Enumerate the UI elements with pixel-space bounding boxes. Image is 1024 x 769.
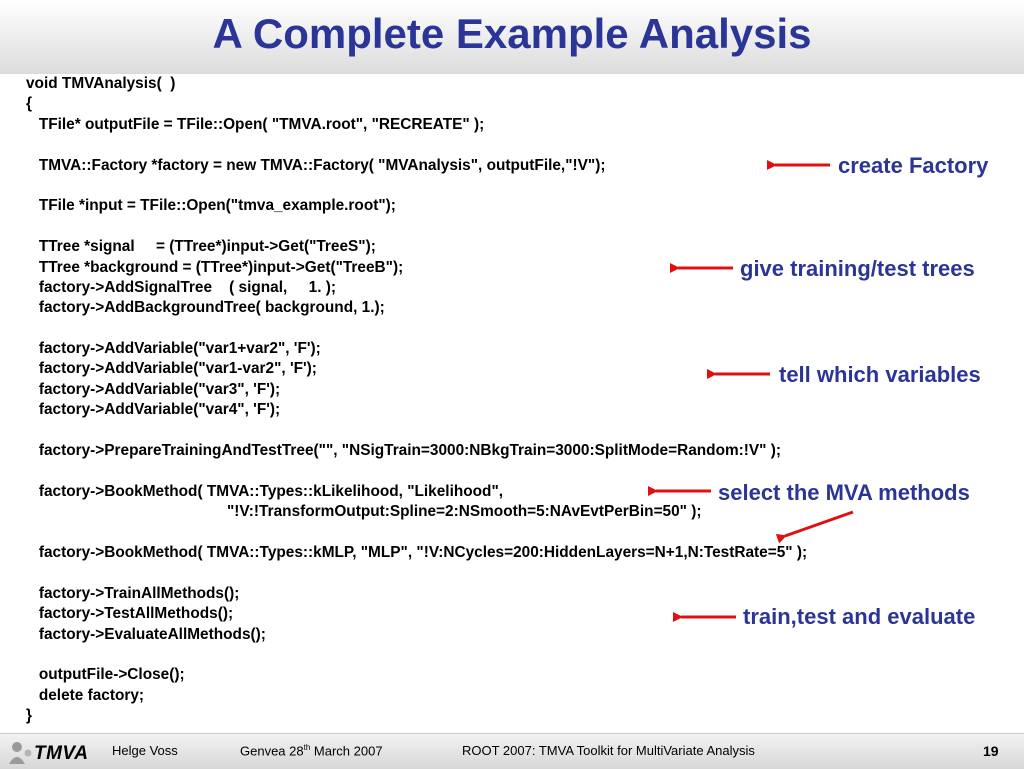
code-line: factory->TrainAllMethods(); — [26, 584, 240, 602]
code-line: TMVA::Factory *factory = new TMVA::Facto… — [26, 156, 606, 174]
code-line: void TMVAnalysis( ) — [26, 75, 176, 92]
footer: TMVA Helge Voss Genvea 28th March 2007 R… — [0, 733, 1024, 769]
code-line: outputFile->Close(); — [26, 666, 185, 684]
annotation-train-test: train,test and evaluate — [743, 604, 976, 629]
code-line: factory->AddBackgroundTree( background, … — [26, 299, 385, 317]
arrow-mva-methods-2 — [775, 510, 854, 544]
code-line: factory->AddVariable("var1+var2", 'F'); — [26, 340, 321, 358]
code-line: { — [26, 95, 32, 113]
title-band — [0, 0, 1024, 74]
annotation-mva-methods: select the MVA methods — [718, 480, 970, 505]
footer-date: Genvea 28th March 2007 — [240, 743, 383, 759]
tmva-logo-icon — [9, 742, 32, 764]
code-line: delete factory; — [26, 686, 145, 704]
code-line: factory->AddVariable("var3", 'F'); — [26, 380, 281, 398]
annotation-training-trees: give training/test trees — [740, 256, 975, 281]
page-number: 19 — [983, 743, 999, 759]
code-line: factory->EvaluateAllMethods(); — [26, 625, 266, 643]
annotation-create-factory: create Factory — [838, 153, 989, 178]
code-line: factory->AddVariable("var4", 'F'); — [26, 401, 281, 419]
code-line: factory->TestAllMethods(); — [26, 605, 234, 623]
footer-author: Helge Voss — [112, 743, 178, 758]
code-line: factory->BookMethod( TMVA::Types::kMLP, … — [26, 543, 808, 561]
code-line: "!V:!TransformOutput:Spline=2:NSmooth=5:… — [26, 503, 702, 521]
code-line: factory->AddVariable("var1-var2", 'F'); — [26, 360, 317, 378]
code-line: } — [26, 707, 32, 725]
code-line: TTree *background = (TTree*)input->Get("… — [26, 258, 404, 276]
code-block: void TMVAnalysis( ) { TFile* outputFile =… — [26, 74, 986, 727]
code-line: TFile *input = TFile::Open("tmva_example… — [26, 197, 396, 215]
footer-event: ROOT 2007: TMVA Toolkit for MultiVariate… — [462, 743, 755, 758]
logo-text: TMVA — [34, 743, 89, 764]
code-line: TTree *signal = (TTree*)input->Get("Tree… — [26, 238, 376, 256]
annotation-variables: tell which variables — [779, 362, 981, 387]
slide-title: A Complete Example Analysis — [212, 10, 812, 57]
code-line: factory->BookMethod( TMVA::Types::kLikel… — [26, 482, 504, 500]
code-line: factory->PrepareTrainingAndTestTree("", … — [26, 442, 782, 460]
code-line: factory->AddSignalTree ( signal, 1. ); — [26, 278, 337, 296]
code-line: TFile* outputFile = TFile::Open( "TMVA.r… — [26, 115, 485, 133]
